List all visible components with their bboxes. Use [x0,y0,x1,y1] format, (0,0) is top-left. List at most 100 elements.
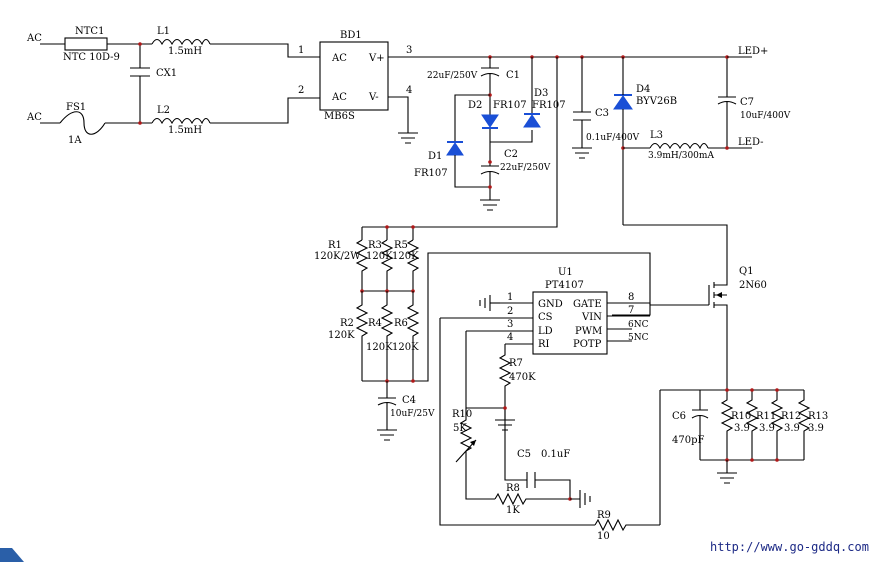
label-pin-potp: POTP [573,339,602,350]
label-pin-cs: CS [538,312,553,323]
label-bd-val: MB6S [324,111,355,122]
label-pin-pwm: PWM [575,326,602,337]
label-led-plus: LED+ [738,46,768,57]
l3-inductor [649,142,709,150]
label-d2-val: FR107 [493,100,527,111]
label-bd-ac1: AC [331,53,347,64]
label-c6-val: 470pF [672,435,704,446]
fs1-fuse [59,111,106,135]
label-d4-val: BYV26B [636,96,677,107]
q1-mosfet [650,278,728,390]
label-r12-val: 3.9 [784,423,800,434]
label-r8-val: 1K [506,505,520,516]
label-r10-ref: R10 [452,409,472,420]
label-fs-val: 1A [68,135,82,146]
label-c3-val: 0.1uF/400V [586,133,640,143]
label-bd-ac2: AC [331,92,347,103]
label-r12-ref: R12 [781,411,801,422]
label-r6-ref: R6 [394,318,408,329]
label-fs-ref: FS1 [66,102,86,113]
label-q1-ref: Q1 [739,266,754,277]
label-u1-ref: U1 [558,267,573,278]
label-pin-vin: VIN [581,312,602,323]
label-ac-top: AC [26,33,42,44]
d2-diode [481,114,499,128]
label-c5-ref: C5 [517,449,531,460]
label-r1-ref: R1 [328,240,342,251]
ntc1-thermistor [64,37,108,51]
label-r9-val: 10 [597,531,610,542]
label-led-minus: LED- [738,137,764,148]
label-c1-ref: C1 [506,70,520,81]
label-d3-ref: D3 [534,88,548,99]
label-r11-ref: R11 [756,411,776,422]
label-q1-val: 2N60 [739,280,767,291]
label-bd-ref: BD1 [340,30,362,41]
label-ac-bottom: AC [26,112,42,123]
label-r9-ref: R9 [597,510,611,521]
label-c2-ref: C2 [504,149,518,160]
label-c7-val: 10uF/400V [740,111,791,121]
label-r11-val: 3.9 [759,423,775,434]
label-u1-n8: 8 [628,292,634,303]
label-c1-val: 22uF/250V [427,71,478,81]
label-d4-ref: D4 [636,84,650,95]
label-u1-n2: 2 [507,306,513,317]
label-d3-val: FR107 [532,100,566,111]
label-r4-ref: R4 [368,318,382,329]
label-u1-n3: 3 [507,319,513,330]
label-pin-gnd: GND [538,299,563,310]
label-l2-ref: L2 [157,105,170,116]
d3-diode [523,114,541,128]
label-d1-val: FR107 [414,168,448,179]
label-r7-ref: R7 [509,358,523,369]
label-r4-val: 120K [366,342,393,353]
label-u1-n7: 7 [628,305,634,316]
label-c6-ref: C6 [672,411,686,422]
label-r10-val: 5K [453,423,467,434]
label-r2-ref: R2 [340,318,354,329]
l1-inductor [151,38,211,46]
sense-resistors [659,388,811,525]
label-l2-val: 1.5mH [168,125,202,136]
label-l3-val: 3.9mH/300mA [648,151,714,161]
label-pin2: 2 [298,85,304,96]
source-url: http://www.go-gddq.com [710,540,869,554]
label-c5-val: 0.1uF [541,449,570,460]
input-section [40,37,320,135]
label-ntc-ref: NTC1 [75,26,104,37]
label-r10b-val: 3.9 [734,423,750,434]
label-pin-gate: GATE [573,299,602,310]
bias-resistors [355,225,651,441]
l2-inductor [151,117,211,125]
label-l1-val: 1.5mH [168,46,202,57]
label-r2-val: 120K [328,330,355,341]
component-labels: AC AC NTC1 NTC 10D-9 FS1 1A L1 1.5mH L2 … [26,26,869,554]
label-d2-ref: D2 [468,100,482,111]
label-c4-ref: C4 [402,395,416,406]
label-pin1: 1 [298,45,304,56]
d4-diode [613,95,633,110]
corner-logo-mark [0,548,24,562]
label-u1-n6: 6NC [628,320,649,330]
label-r7-val: 470K [509,372,536,383]
label-u1-val: PT4107 [545,280,584,291]
output-stage [613,55,752,278]
label-u1-n4: 4 [507,332,513,343]
label-r13-ref: R13 [808,411,828,422]
label-d1-ref: D1 [428,151,442,162]
label-ntc-val: NTC 10D-9 [63,52,120,63]
bridge-rectifier [319,41,490,144]
label-r10b-ref: R10 [731,411,751,422]
label-r5-ref: R5 [394,240,408,251]
label-u1-n1: 1 [507,292,513,303]
label-r13-val: 3.9 [808,423,824,434]
cx1-capacitor [130,44,150,123]
label-c7-ref: C7 [740,97,754,108]
label-pin-ri: RI [538,339,550,350]
u1-controller [439,291,660,532]
label-r3-val: 120K [366,251,393,262]
label-r3-ref: R3 [368,240,382,251]
